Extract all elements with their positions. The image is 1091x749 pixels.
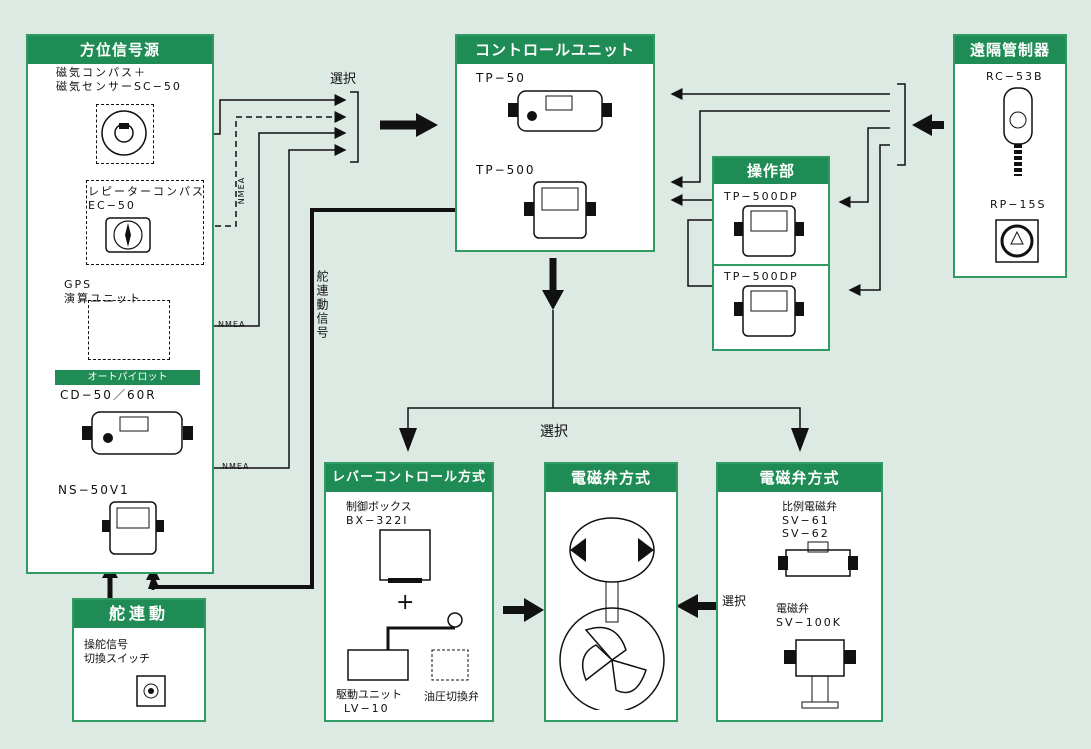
compass-label-1: 磁気コンパス＋ [56, 66, 147, 79]
operation-divider [712, 264, 830, 266]
switch-label-2: 切換スイッチ [84, 652, 150, 665]
remote-panel: 遠隔管制器 [953, 34, 1067, 278]
control-box-icon [378, 528, 432, 588]
dp2-device-icon [734, 284, 804, 344]
valve-label: 油圧切換弁 [424, 690, 479, 703]
solenoid-valve-icon [778, 630, 862, 714]
remote-model-2: RP−15S [990, 198, 1047, 211]
remote-model-1: RC−53B [986, 70, 1044, 83]
lever-box-label-2: BX−322I [346, 514, 409, 527]
switch-label-1: 操舵信号 [84, 638, 128, 651]
rudder-link-title: 舵連動 [74, 600, 204, 628]
magnetic-compass-icon [96, 104, 154, 164]
select-mid-label: 選択 [540, 424, 568, 440]
gps-unit-icon [88, 300, 170, 360]
remote-title: 遠隔管制器 [955, 36, 1065, 64]
solenoid-right-title: 電磁弁方式 [718, 464, 881, 492]
solenoid-center-title: 電磁弁方式 [546, 464, 676, 492]
select-right-label: 選択 [722, 594, 747, 608]
tp500-device-icon [524, 180, 596, 246]
dp1-device-icon [734, 204, 804, 264]
lever-control-title: レバーコントロール方式 [326, 464, 492, 492]
repeater-label-2: EC−50 [88, 199, 136, 212]
prop-label-1: 比例電磁弁 [782, 500, 837, 513]
drive-label-2: LV−10 [344, 702, 390, 715]
nmea-label-3: NMEA [222, 462, 250, 471]
ns-device-icon [102, 500, 164, 562]
drive-unit-icon [340, 610, 470, 690]
tp50-device-icon [508, 88, 612, 138]
nmea-label-1: NMEA [237, 176, 247, 205]
rudder-propeller-icon [556, 510, 668, 714]
switch-icon[interactable] [135, 674, 167, 712]
plus-symbol: + [396, 590, 415, 615]
rp15s-dial-icon [994, 218, 1040, 268]
proportional-valve-icon [776, 540, 860, 588]
control-unit-title: コントロールユニット [457, 36, 653, 64]
solenoid-center-panel: 電磁弁方式 [544, 462, 678, 722]
gps-label-2: 演算ユニット [64, 292, 142, 305]
prop-label-3: SV−62 [782, 527, 830, 540]
rudder-link-panel: 舵連動 [72, 598, 206, 722]
rudder-signal-label: 舵連動信号 [315, 270, 329, 340]
repeater-label-1: レピーターコンパス [88, 185, 205, 198]
control-unit-model-1: TP−50 [476, 71, 526, 85]
gps-label-1: GPS [64, 278, 93, 291]
repeater-compass-frame [86, 180, 204, 265]
lever-box-label-1: 制御ボックス [346, 500, 412, 513]
nmea-label-2: NMEA [218, 320, 246, 329]
control-unit-model-2: TP−500 [476, 163, 536, 177]
ns-model: NS−50V1 [58, 483, 130, 497]
solenoid-right-panel: 電磁弁方式 [716, 462, 883, 722]
rc53b-remote-icon [998, 84, 1038, 182]
select-top-label: 選択 [330, 72, 357, 87]
lever-control-panel: レバーコントロール方式 [324, 462, 494, 722]
repeater-compass-icon [98, 212, 158, 260]
heading-source-title: 方位信号源 [28, 36, 212, 64]
autopilot-device-icon [80, 408, 195, 462]
operation-panel: 操作部 [712, 156, 830, 351]
sol-label-1: 電磁弁 [776, 602, 809, 615]
operation-model-1: TP−500DP [724, 190, 799, 203]
prop-label-2: SV−61 [782, 514, 830, 527]
autopilot-model: CD−50／60R [60, 388, 157, 402]
compass-label-2: 磁気センサーSC−50 [56, 80, 182, 93]
drive-label-1: 駆動ユニット [336, 688, 402, 701]
autopilot-tag: オートパイロット [55, 370, 200, 385]
operation-title: 操作部 [714, 158, 828, 184]
sol-label-2: SV−100K [776, 616, 842, 629]
operation-model-2: TP−500DP [724, 270, 799, 283]
control-unit-panel: コントロールユニット [455, 34, 655, 252]
